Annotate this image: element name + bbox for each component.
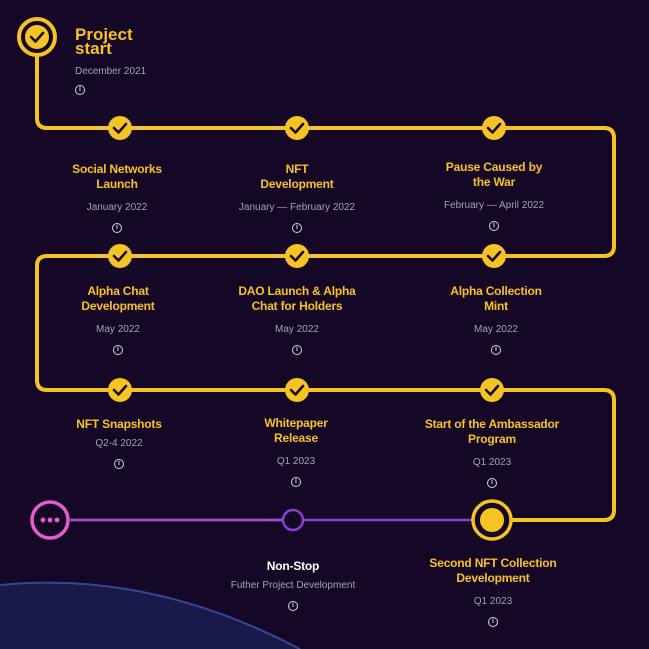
current-node <box>471 499 513 541</box>
checkpoint-circle <box>285 116 309 140</box>
milestone-date: May 2022 <box>275 324 319 335</box>
check-icon <box>289 250 305 262</box>
check-icon <box>29 31 45 43</box>
info-icon[interactable]: i <box>487 478 497 488</box>
ellipsis-icon <box>40 517 60 523</box>
info-icon[interactable]: i <box>292 223 302 233</box>
check-icon <box>112 122 128 134</box>
start-node <box>17 17 57 57</box>
check-icon <box>486 122 502 134</box>
info-icon[interactable]: i <box>113 345 123 355</box>
info-icon[interactable]: i <box>75 85 85 95</box>
path-completed <box>35 35 616 522</box>
start-date: December 2021 <box>75 66 147 77</box>
checkpoint-node <box>285 378 309 402</box>
milestone-date: February — April 2022 <box>443 200 545 211</box>
info-icon[interactable]: i <box>491 345 501 355</box>
info-icon[interactable]: i <box>288 601 298 611</box>
milestone-date: January — February 2022 <box>238 202 356 213</box>
milestone-date: Q2-4 2022 <box>95 438 143 449</box>
checkpoint-circle <box>482 116 506 140</box>
milestone-title: NFT Snapshots <box>76 417 162 431</box>
check-icon <box>289 384 305 396</box>
info-icon[interactable]: i <box>112 223 122 233</box>
milestone-title: Non-Stop <box>266 559 320 573</box>
milestone-date: May 2022 <box>96 324 140 335</box>
check-icon <box>112 250 128 262</box>
checkpoint-circle <box>285 244 309 268</box>
check-icon <box>484 384 500 396</box>
milestone-date: Q1 2023 <box>276 456 316 467</box>
start-title-line1: Project <box>75 25 133 44</box>
milestone-date: May 2022 <box>474 324 518 335</box>
milestone-date: January 2022 <box>86 202 148 213</box>
milestone-date: Q1 2023 <box>472 457 512 468</box>
checkpoint-node <box>480 378 504 402</box>
checkpoint-circle <box>108 244 132 268</box>
checkpoint-circle <box>480 378 504 402</box>
info-icon[interactable]: i <box>489 221 499 231</box>
future-node <box>281 508 305 532</box>
start-title-line2: start <box>75 39 112 58</box>
milestone-non-stop: Non-Stop Futher Project Development i <box>203 559 383 612</box>
info-icon[interactable]: i <box>114 459 124 469</box>
checkpoint-circle <box>285 378 309 402</box>
checkpoint-node <box>108 116 132 140</box>
checkpoint-node <box>108 378 132 402</box>
check-icon <box>289 122 305 134</box>
checkpoint-node <box>108 244 132 268</box>
info-icon[interactable]: i <box>291 477 301 487</box>
checkpoint-circle <box>482 244 506 268</box>
milestone-date: Futher Project Development <box>230 580 356 591</box>
checkpoint-circle <box>108 378 132 402</box>
start-title: Project start <box>75 25 133 58</box>
checkpoint-circle <box>108 116 132 140</box>
milestone-date: Q1 2023 <box>473 596 513 607</box>
milestone-nft-snapshots: NFT Snapshots Q2-4 2022 i <box>29 417 209 470</box>
checkpoint-node <box>482 244 506 268</box>
check-icon <box>112 384 128 396</box>
checkpoint-node <box>285 116 309 140</box>
more-node <box>30 500 70 540</box>
checkpoint-node <box>482 116 506 140</box>
check-icon <box>486 250 502 262</box>
planet-arc-decoration <box>0 582 300 649</box>
checkpoint-node <box>285 244 309 268</box>
planet-arc-glow <box>0 581 301 649</box>
info-icon[interactable]: i <box>488 617 498 627</box>
info-icon[interactable]: i <box>292 345 302 355</box>
